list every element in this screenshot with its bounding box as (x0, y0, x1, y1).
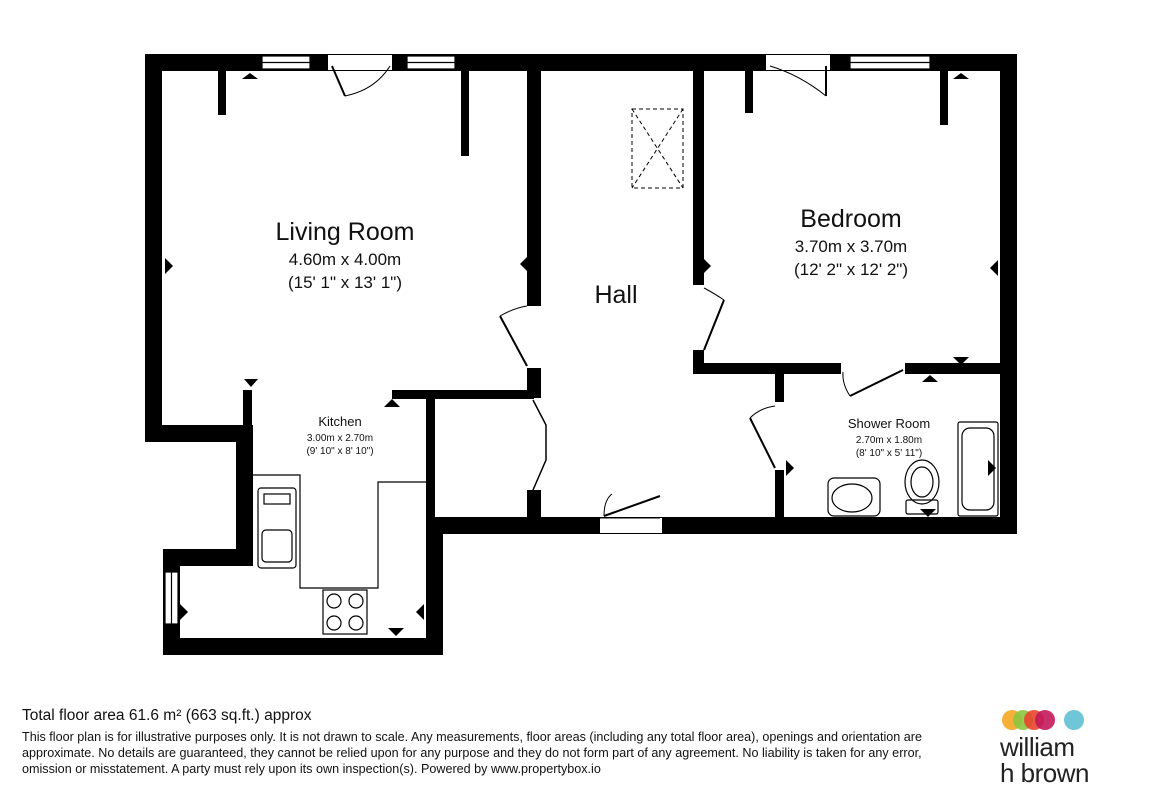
william-h-brown-logo: william h brown (1000, 708, 1120, 800)
hall-name: Hall (594, 281, 637, 309)
floor-plan: Living Room 4.60m x 4.00m (15' 1" x 13' … (145, 54, 1017, 655)
living-room-imperial: (15' 1" x 13' 1") (288, 273, 402, 292)
disclaimer-text: This floor plan is for illustrative purp… (22, 730, 922, 776)
logo-line-1: william (1000, 732, 1075, 762)
footer: Total floor area 61.6 m² (663 sq.ft.) ap… (22, 707, 942, 777)
living-room-name: Living Room (276, 218, 415, 246)
bedroom-metric: 3.70m x 3.70m (795, 237, 907, 256)
total-floor-area: Total floor area 61.6 m² (663 sq.ft.) ap… (22, 707, 312, 724)
shower-room-name: Shower Room (848, 416, 930, 431)
shower-room-metric: 2.70m x 1.80m (856, 435, 922, 446)
doors (328, 55, 905, 533)
inner-walls (218, 70, 1017, 520)
living-room-metric: 4.60m x 4.00m (289, 250, 401, 269)
logo-dots (1000, 708, 1120, 734)
kitchen-fittings (253, 474, 426, 635)
bathroom-fittings (827, 421, 999, 517)
bedroom-imperial: (12' 2" x 12' 2") (794, 260, 908, 279)
kitchen-name: Kitchen (318, 414, 361, 429)
kitchen-imperial: (9' 10" x 8' 10") (306, 446, 373, 457)
kitchen-metric: 3.00m x 2.70m (307, 433, 373, 444)
outer-walls (145, 54, 1017, 655)
logo-line-2: h brown (1000, 758, 1090, 788)
skylight (631, 108, 684, 189)
bedroom-name: Bedroom (800, 205, 901, 233)
radiator-markers (165, 73, 998, 636)
windows (164, 55, 931, 625)
logo-dot-5 (1064, 710, 1084, 730)
logo-dot-4 (1035, 710, 1055, 730)
shower-room-imperial: (8' 10" x 5' 11") (856, 448, 922, 459)
